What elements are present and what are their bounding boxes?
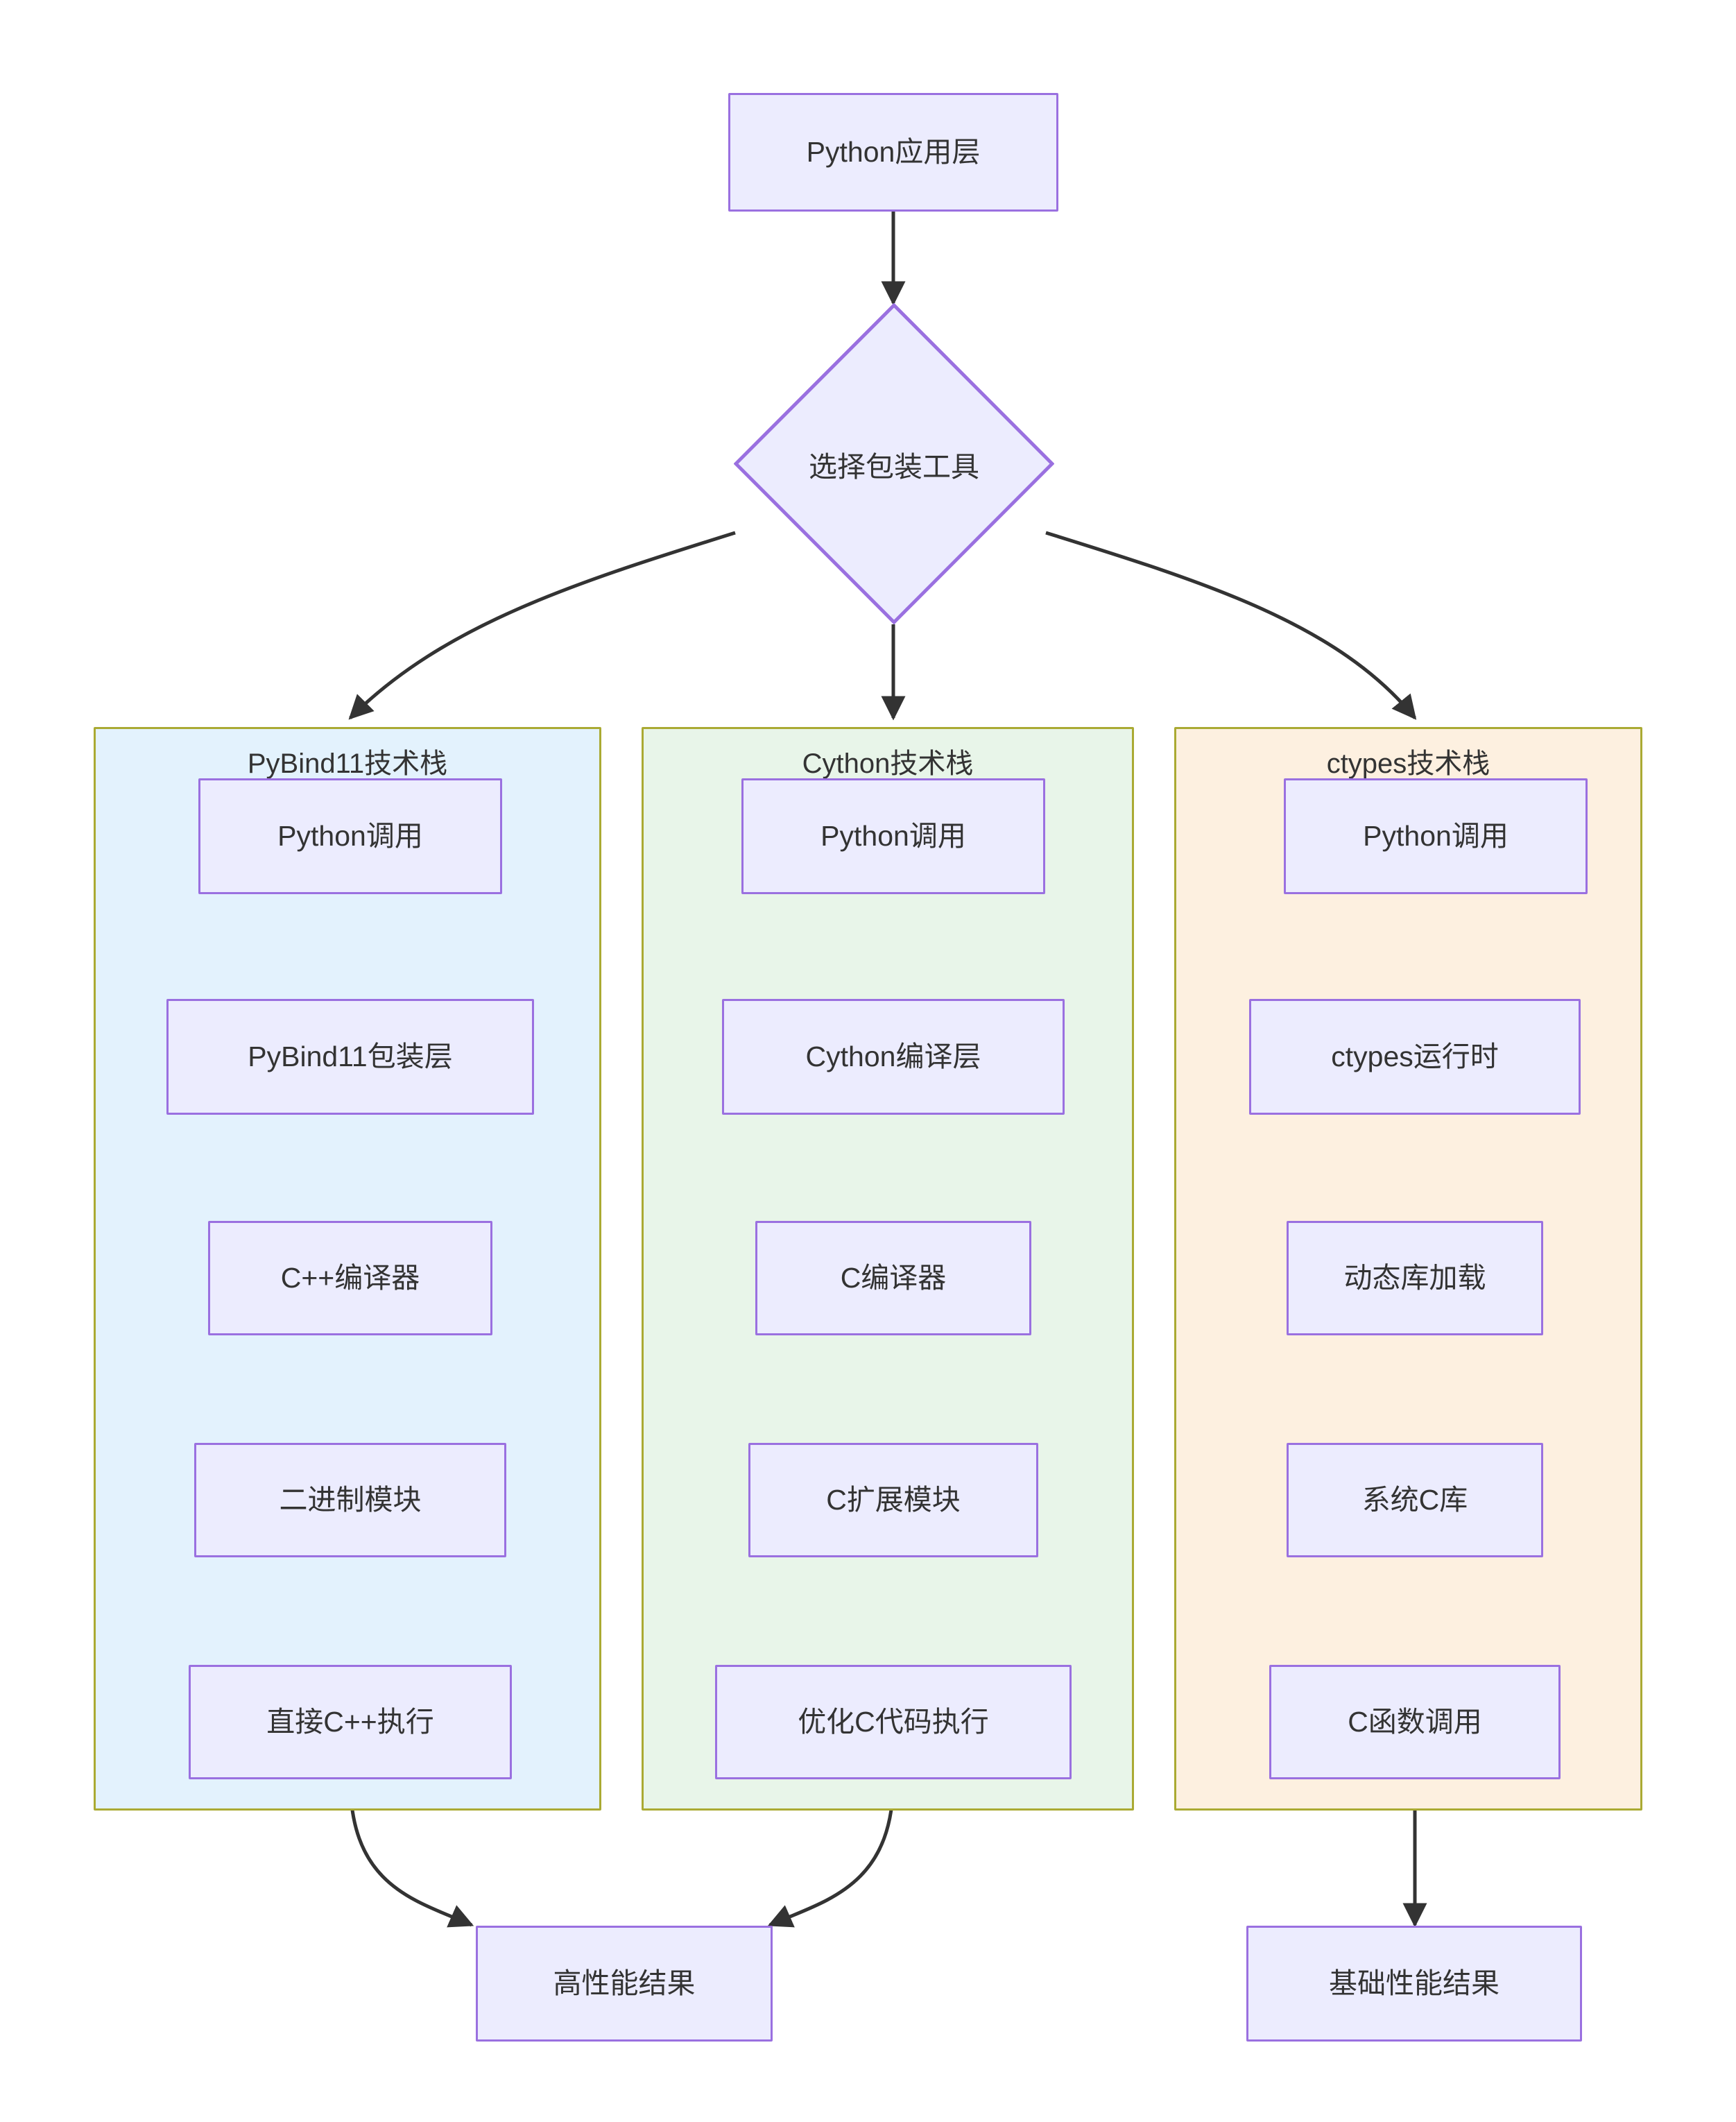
node-label: Python调用 [820,819,966,852]
node-label: C编译器 [840,1261,947,1294]
edge-decision-to-ctypes [1045,531,1417,720]
node-label: 系统C库 [1361,1483,1468,1516]
cluster-title-pybind11: PyBind11技术栈 [247,748,448,779]
node-label: 基础性能结果 [1329,1967,1499,1999]
node-choose-packaging-tool[interactable]: 选择包装工具 [734,303,1054,624]
node-pybind11-cpp-compiler[interactable]: C++编译器 [208,1221,492,1335]
node-ctypes-dynamic-lib-load[interactable]: 动态库加载 [1287,1221,1543,1335]
edge-decision-to-pybind11 [348,531,736,720]
node-label: Python调用 [277,819,423,852]
node-pybind11-direct-cpp-exec[interactable]: 直接C++执行 [189,1665,512,1779]
node-pybind11-wrapper-layer[interactable]: PyBind11包装层 [166,999,534,1115]
node-label: 高性能结果 [553,1967,696,1999]
node-cython-c-extension-module[interactable]: C扩展模块 [748,1443,1038,1557]
node-label: 动态库加载 [1343,1261,1486,1294]
node-ctypes-system-c-lib[interactable]: 系统C库 [1287,1443,1543,1557]
diamond-shape [734,303,1054,624]
node-ctypes-runtime[interactable]: ctypes运行时 [1249,999,1581,1115]
node-label: PyBind11包装层 [248,1040,453,1072]
node-python-app-layer[interactable]: Python应用层 [728,93,1058,212]
node-label: 直接C++执行 [266,1705,434,1738]
node-label: 选择包装工具 [809,450,979,483]
node-label: Cython编译层 [805,1040,981,1072]
node-cython-c-compiler[interactable]: C编译器 [755,1221,1031,1335]
node-cython-python-call[interactable]: Python调用 [741,778,1045,894]
node-cython-compile-layer[interactable]: Cython编译层 [722,999,1065,1115]
cluster-title-cython: Cython技术栈 [802,748,974,779]
node-label: Python应用层 [806,135,981,168]
node-label: C++编译器 [280,1261,420,1294]
node-ctypes-c-function-call[interactable]: C函数调用 [1269,1665,1561,1779]
node-label: C函数调用 [1348,1705,1482,1738]
node-label: 优化C代码执行 [798,1705,989,1738]
node-pybind11-binary-module[interactable]: 二进制模块 [194,1443,506,1557]
node-pybind11-python-call[interactable]: Python调用 [198,778,502,894]
node-high-performance-result[interactable]: 高性能结果 [476,1926,773,2042]
node-label: Python调用 [1363,819,1509,852]
node-ctypes-python-call[interactable]: Python调用 [1284,778,1588,894]
node-label: C扩展模块 [826,1483,961,1516]
node-label: ctypes运行时 [1331,1040,1499,1072]
node-label: 二进制模块 [279,1483,422,1516]
cluster-title-ctypes: ctypes技术栈 [1326,748,1490,779]
node-basic-performance-result[interactable]: 基础性能结果 [1246,1926,1582,2042]
node-cython-optimized-c-exec[interactable]: 优化C代码执行 [715,1665,1072,1779]
